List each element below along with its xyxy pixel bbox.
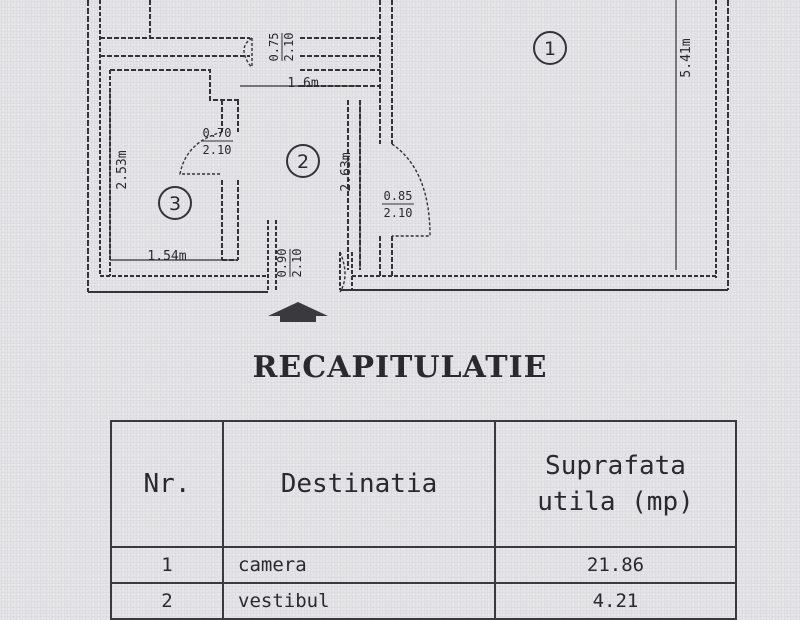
dim-room1-height: 5.41m <box>679 38 694 77</box>
door-label-085: 0.85 2.10 <box>382 189 414 220</box>
dim-hall-width: 1.6m <box>287 76 318 91</box>
wall-top-block <box>100 0 380 57</box>
table-row: 2 vestibul 4.21 <box>110 582 737 620</box>
row-area: 4.21 <box>494 582 737 620</box>
header-area-line2: utila (mp) <box>537 487 694 517</box>
row-nr: 2 <box>110 582 224 620</box>
door-height-090: 2.10 <box>290 249 304 278</box>
table-header-row: Nr. Destinatia Suprafata utila (mp) <box>110 420 737 548</box>
door-height-085: 2.10 <box>384 206 413 220</box>
room-2-number: 2 <box>297 151 309 173</box>
door-swing-090 <box>339 251 346 293</box>
entrance-arrow-icon <box>268 302 328 322</box>
header-area: Suprafata utila (mp) <box>494 420 737 548</box>
recap-table: Nr. Destinatia Suprafata utila (mp) 1 ca… <box>110 420 737 620</box>
entry-jambs <box>267 220 353 292</box>
dim-room3-height: 2.53m <box>115 150 130 189</box>
dim-room3-width: 1.54m <box>147 249 186 264</box>
row-nr: 1 <box>110 546 224 584</box>
header-area-line1: Suprafata <box>545 451 686 481</box>
door-swing-070 <box>179 131 223 175</box>
door-width-090: 0.90 <box>275 249 289 278</box>
door-label-090: 0.90 2.10 <box>275 249 304 278</box>
wall-hall-top <box>110 69 380 101</box>
door-label-075: 0.75 2.10 <box>267 33 296 62</box>
room-2-circle <box>286 144 320 178</box>
header-destination: Destinatia <box>222 420 496 548</box>
door-swing-085 <box>391 143 431 237</box>
door-width-070: 0.70 <box>203 126 232 140</box>
door-width-085: 0.85 <box>384 189 413 203</box>
row-destination: camera <box>222 546 496 584</box>
door-label-070: 0.70 2.10 <box>201 126 233 157</box>
door-width-075: 0.75 <box>267 33 281 62</box>
row-destination: vestibul <box>222 582 496 620</box>
door-height-070: 2.10 <box>203 143 232 157</box>
floor-plan: 1 2 3 5.41m 1.6m 2.63m 2.53m 1.54m 0.75 … <box>87 0 729 322</box>
row-area: 21.86 <box>494 546 737 584</box>
dim-room2-height: 2.63m <box>339 152 354 191</box>
wall-room1-partition <box>379 0 393 276</box>
recap-title: RECAPITULATIE <box>252 350 548 385</box>
room-1-number: 1 <box>544 38 556 60</box>
door-height-075: 2.10 <box>282 33 296 62</box>
room-3-circle <box>158 186 192 220</box>
inner-wall-left <box>99 0 111 276</box>
room-3-number: 3 <box>169 193 181 215</box>
wall-room3-right <box>221 100 239 261</box>
table-row: 1 camera 21.86 <box>110 546 737 584</box>
header-nr: Nr. <box>110 420 224 548</box>
door-swing-075 <box>243 37 253 69</box>
room-1-circle <box>533 31 567 65</box>
